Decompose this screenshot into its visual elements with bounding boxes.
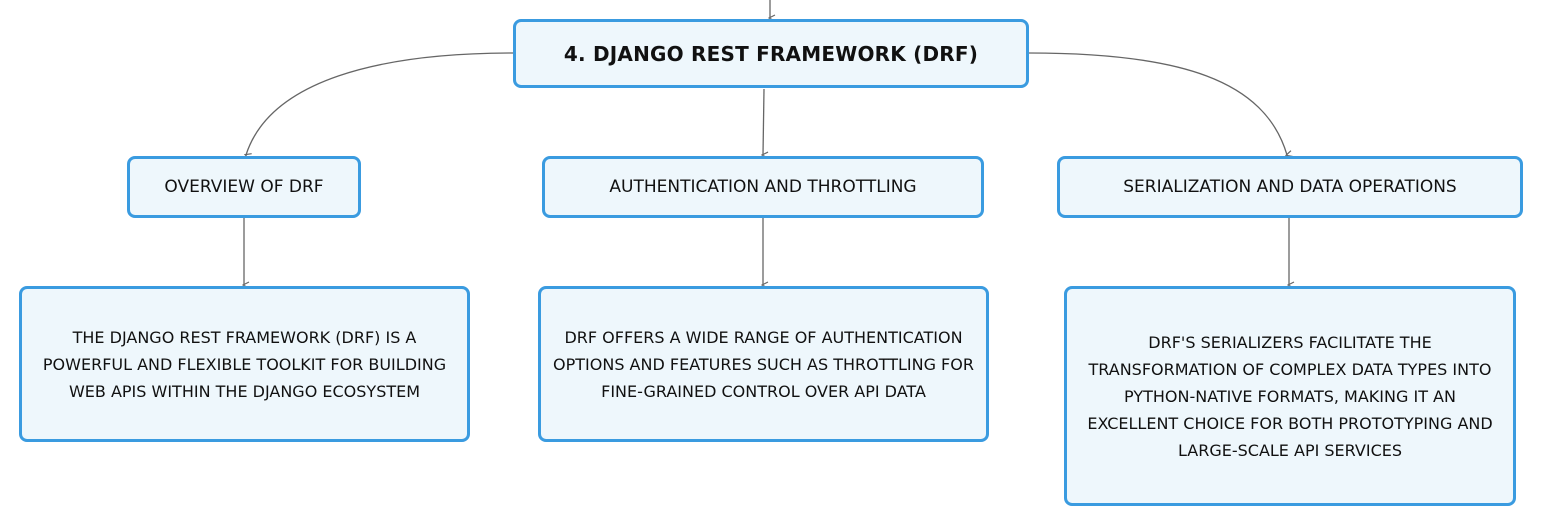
branch-title: AUTHENTICATION AND THROTTLING: [609, 177, 917, 197]
branch-node-authentication[interactable]: AUTHENTICATION AND THROTTLING: [542, 156, 984, 218]
branch-title: SERIALIZATION AND DATA OPERATIONS: [1123, 177, 1457, 197]
detail-node-authentication[interactable]: DRF OFFERS A WIDE RANGE OF AUTHENTICATIO…: [538, 286, 989, 442]
connector-root-serial: [1028, 52, 1287, 155]
branch-node-serialization[interactable]: SERIALIZATION AND DATA OPERATIONS: [1057, 156, 1523, 218]
root-node[interactable]: 4. DJANGO REST FRAMEWORK (DRF): [513, 19, 1029, 88]
detail-text: THE DJANGO REST FRAMEWORK (DRF) IS A POW…: [42, 327, 447, 401]
connector-root-auth: [763, 88, 764, 155]
branch-node-overview[interactable]: OVERVIEW OF DRF: [127, 156, 361, 218]
detail-node-serialization[interactable]: DRF'S SERIALIZERS FACILITATE THE TRANSFO…: [1064, 286, 1516, 506]
connector-root-overview: [246, 52, 514, 155]
detail-node-overview[interactable]: THE DJANGO REST FRAMEWORK (DRF) IS A POW…: [19, 286, 470, 442]
branch-title: OVERVIEW OF DRF: [164, 177, 324, 197]
detail-text: DRF OFFERS A WIDE RANGE OF AUTHENTICATIO…: [553, 327, 974, 401]
root-title: 4. DJANGO REST FRAMEWORK (DRF): [563, 41, 979, 66]
detail-text: DRF'S SERIALIZERS FACILITATE THE TRANSFO…: [1087, 332, 1493, 460]
